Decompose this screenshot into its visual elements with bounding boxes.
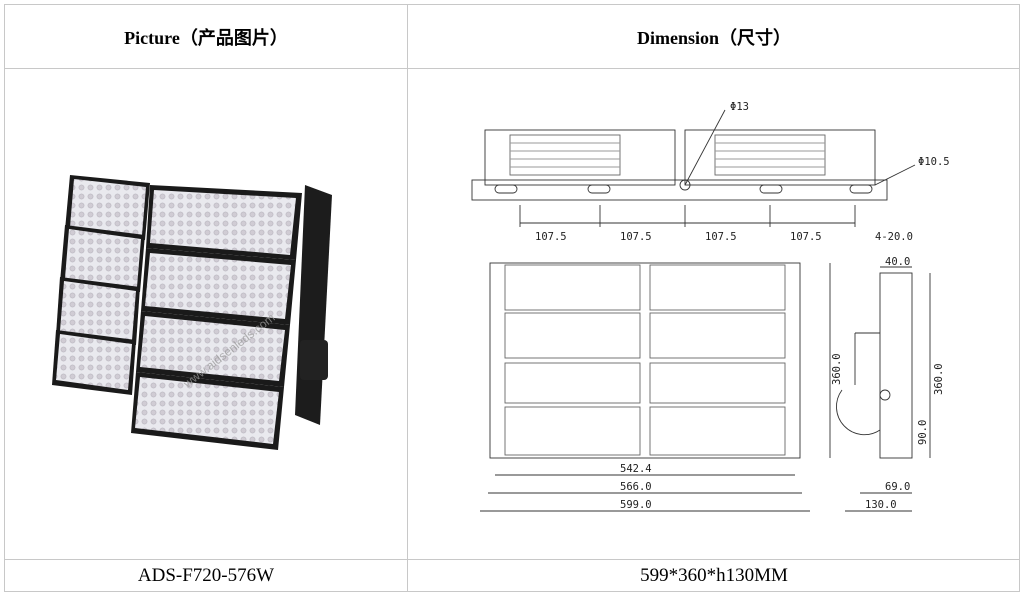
- dimension-drawing: Φ13 Φ10.5 107.5 107.5 107.5 107.5 4-20.0…: [471, 101, 950, 512]
- spacing-1: 107.5: [535, 231, 567, 243]
- inner-width-label: 542.4: [620, 463, 652, 475]
- holes-label: 4-20.0: [875, 231, 913, 243]
- bracket-label: 69.0: [885, 481, 910, 493]
- dimension-header: Dimension（尺寸）: [636, 27, 791, 48]
- product-photo: www.aidsenleds.com: [52, 175, 332, 450]
- outer-width-label: 599.0: [620, 499, 652, 511]
- light-modules: [52, 175, 302, 450]
- depth-label: 130.0: [865, 499, 897, 511]
- spacing-4: 107.5: [790, 231, 822, 243]
- bracket-knob: [300, 340, 328, 380]
- header-divider: [5, 68, 1019, 69]
- side-view: [836, 266, 931, 512]
- offset-label: 90.0: [917, 420, 929, 445]
- spec-table: Picture（产品图片） Dimension（尺寸） ADS-F720-576…: [4, 4, 1020, 592]
- front-height-label: 360.0: [831, 353, 843, 385]
- hole-small-label: Φ10.5: [918, 156, 950, 168]
- picture-header: Picture（产品图片）: [124, 27, 288, 48]
- column-divider: [407, 5, 408, 591]
- spacing-2: 107.5: [620, 231, 652, 243]
- footer-divider: [5, 559, 1019, 560]
- mounting-bracket: [295, 185, 332, 425]
- mid-width-label: 566.0: [620, 481, 652, 493]
- top-view: [471, 109, 916, 227]
- side-height-label: 360.0: [933, 363, 945, 395]
- spacing-3: 107.5: [705, 231, 737, 243]
- size-text: 599*360*h130MM: [640, 565, 788, 586]
- front-view: [480, 262, 831, 512]
- model-number: ADS-F720-576W: [137, 565, 275, 586]
- hole-large-label: Φ13: [730, 101, 749, 113]
- side-top-label: 40.0: [885, 256, 910, 268]
